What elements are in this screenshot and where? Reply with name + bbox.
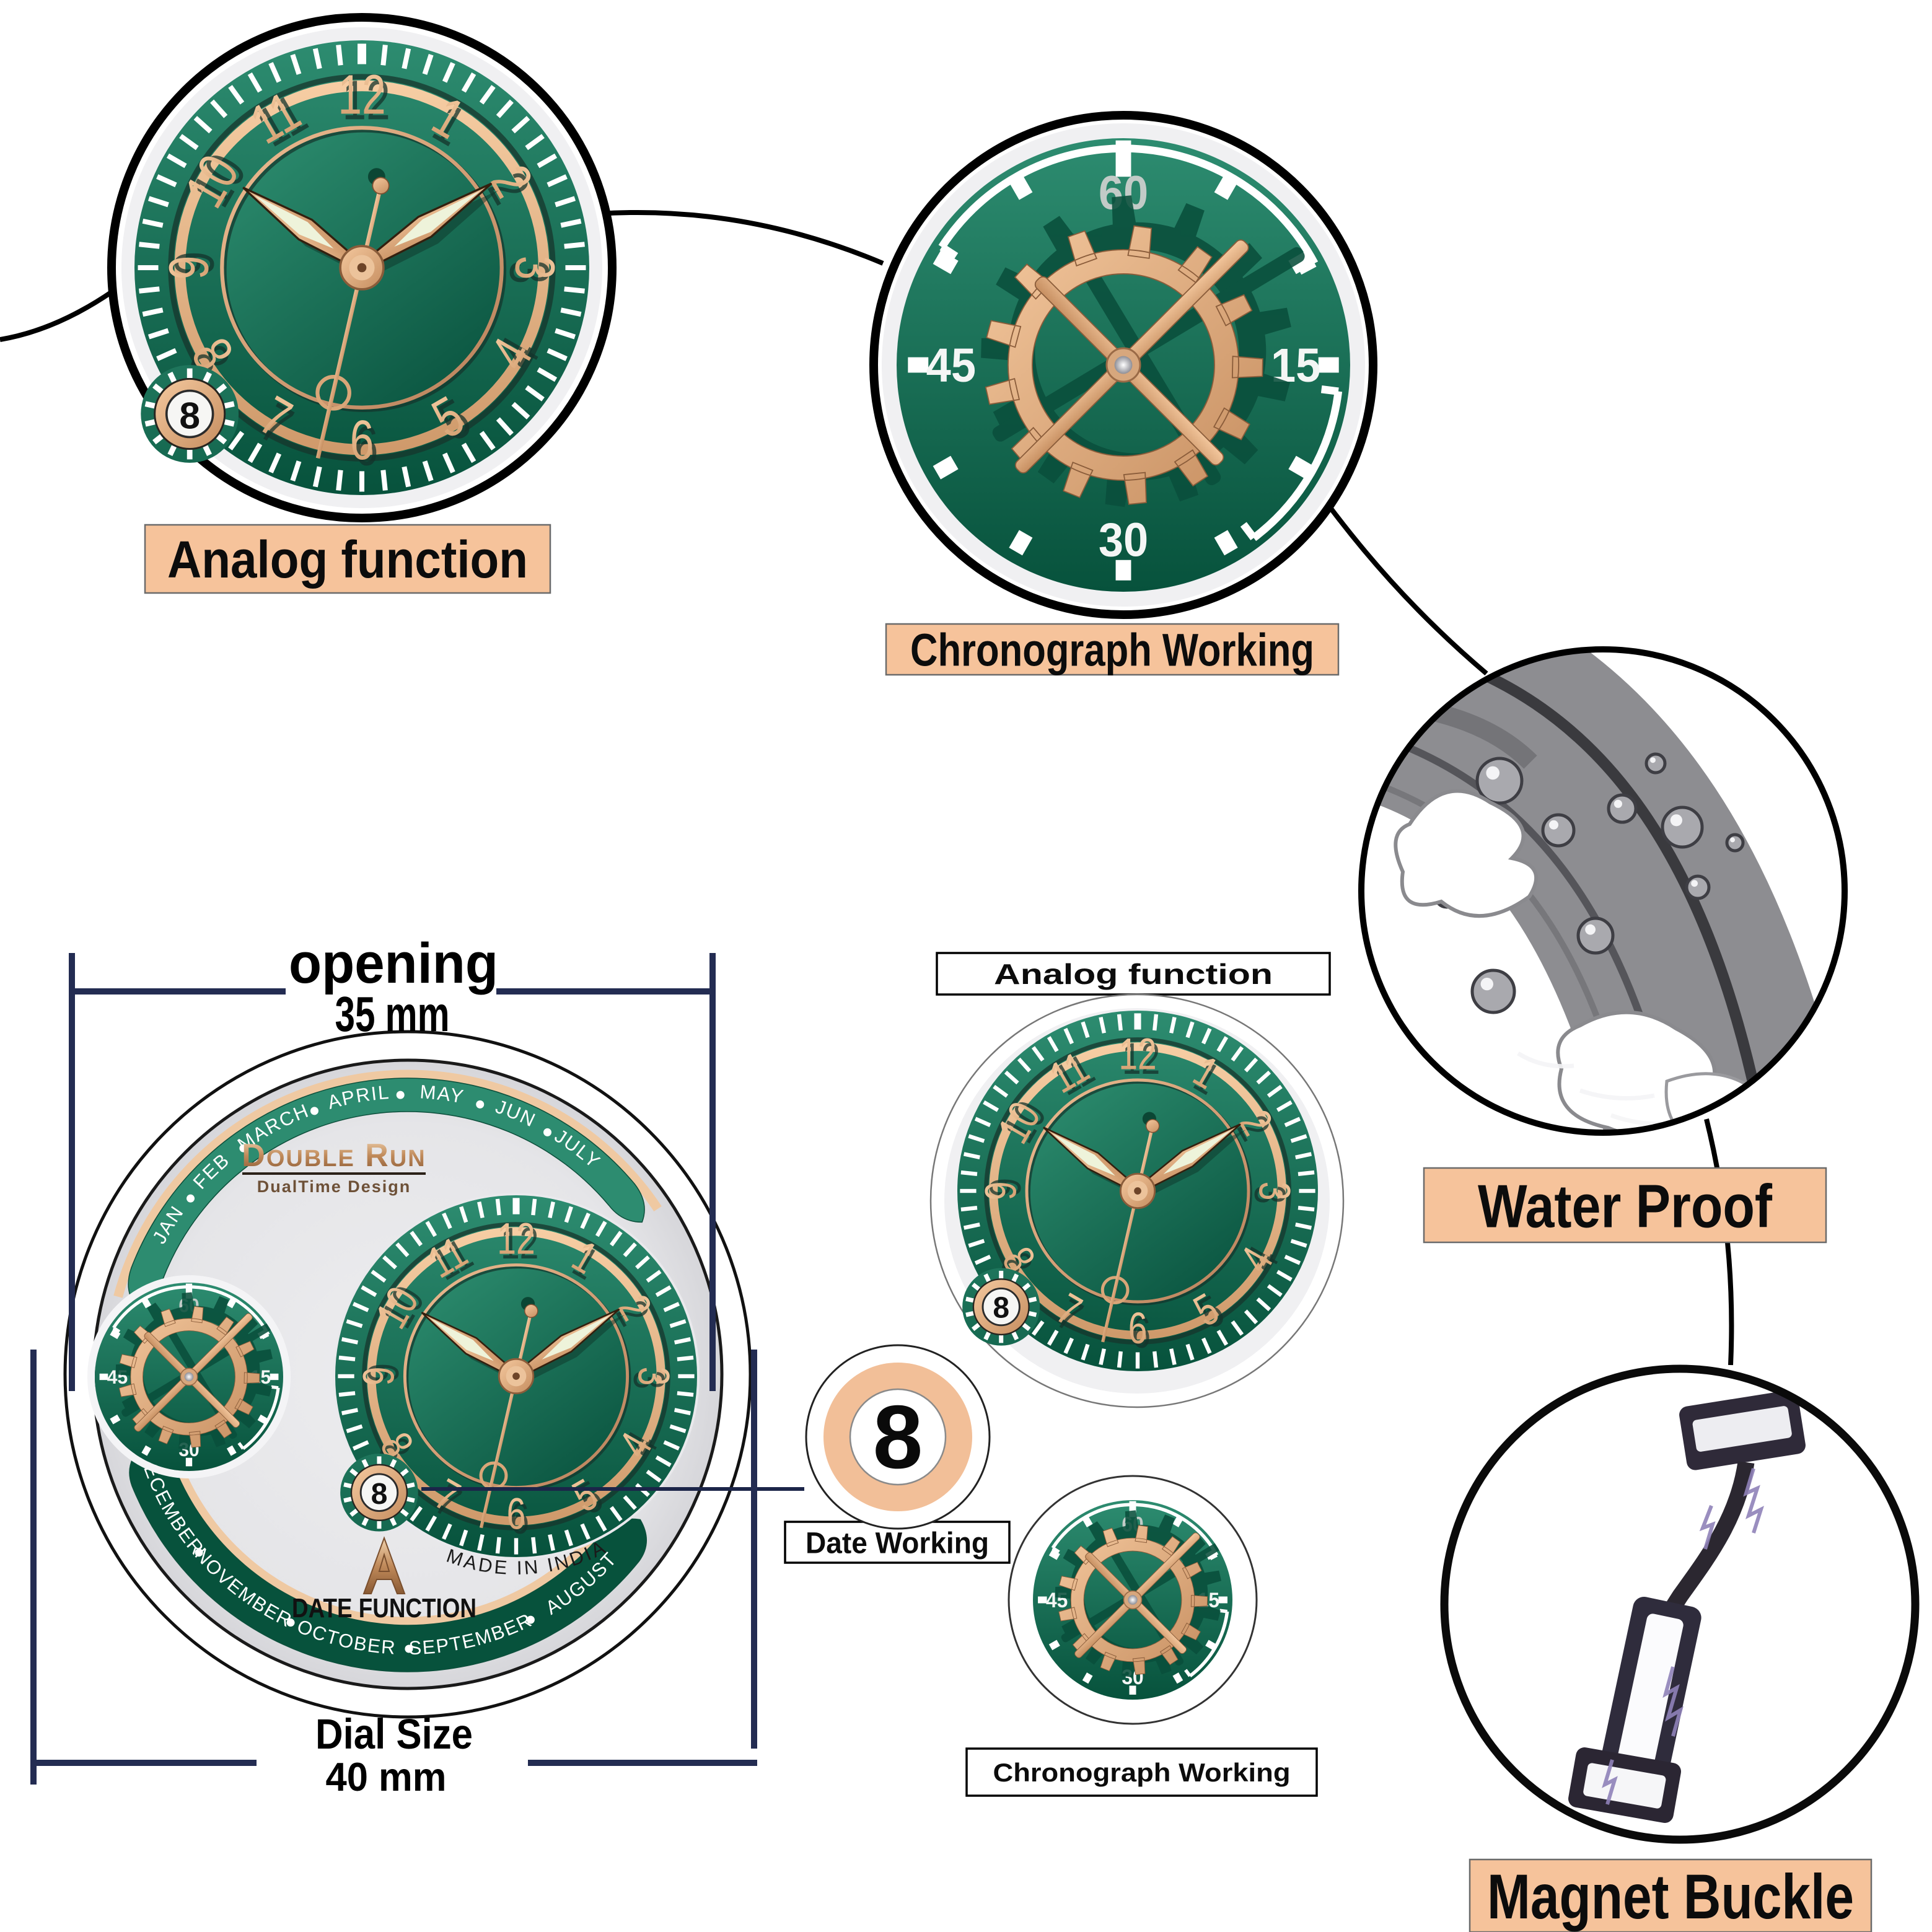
svg-text:40 mm: 40 mm xyxy=(326,1754,447,1799)
svg-text:DualTime Design: DualTime Design xyxy=(257,1177,411,1196)
svg-text:Dial Size: Dial Size xyxy=(315,1710,473,1758)
svg-text:opening: opening xyxy=(289,932,498,995)
svg-text:Water Proof: Water Proof xyxy=(1478,1172,1772,1240)
svg-text:Magnet Buckle: Magnet Buckle xyxy=(1487,1861,1854,1932)
svg-text:Chronograph Working: Chronograph Working xyxy=(993,1758,1291,1787)
svg-text:8: 8 xyxy=(873,1387,923,1487)
svg-text:Analog function: Analog function xyxy=(994,958,1273,990)
svg-text:Chronograph Working: Chronograph Working xyxy=(910,625,1314,676)
svg-text:Analog function: Analog function xyxy=(167,530,528,589)
svg-text:DOUBLE RUN: DOUBLE RUN xyxy=(242,1138,426,1174)
svg-text:35 mm: 35 mm xyxy=(335,986,450,1042)
svg-text:Date Working: Date Working xyxy=(806,1527,989,1560)
svg-text:DATE FUNCTION: DATE FUNCTION xyxy=(292,1593,476,1623)
